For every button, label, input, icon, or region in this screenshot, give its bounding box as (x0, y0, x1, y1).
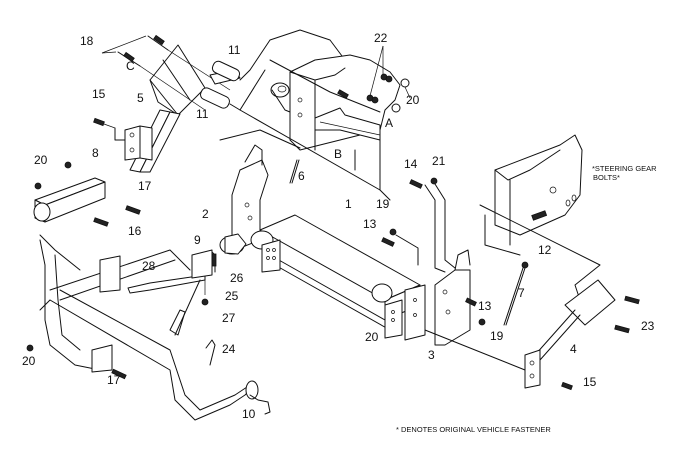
callout-25: 25 (225, 289, 239, 303)
brace-part-28 (127, 274, 206, 336)
fasteners-part-13-14-19-21 (381, 177, 486, 326)
callout-7: 7 (518, 286, 525, 300)
callout-19-lower: 19 (490, 329, 504, 343)
callout-16: 16 (128, 224, 142, 238)
callout-20-left: 20 (34, 153, 48, 167)
mount-plate-part-2 (219, 129, 301, 249)
steering-gear-note-line1: *STEERING GEAR (592, 164, 657, 173)
callout-10: 10 (242, 407, 256, 421)
callout-20-lower: 20 (365, 330, 379, 344)
callout-15-left: 15 (92, 87, 106, 101)
steering-gear-note-line2: BOLTS* (593, 173, 620, 182)
callout-9: 9 (194, 233, 201, 247)
bolt-part-15-left (93, 117, 126, 141)
callout-6: 6 (298, 169, 305, 183)
callout-5: 5 (137, 91, 144, 105)
callout-22: 22 (374, 31, 388, 45)
callout-B: B (334, 147, 343, 161)
nuts-part-22-20 (337, 45, 411, 113)
callout-3: 3 (428, 348, 435, 362)
bolts-part-23-15 (561, 295, 640, 391)
callout-15-right: 15 (583, 375, 597, 389)
callout-A: A (385, 116, 394, 130)
mount-plate-part-3 (424, 184, 471, 346)
callout-27: 27 (222, 311, 236, 325)
callout-26: 26 (230, 271, 244, 285)
callout-20-bottom: 20 (22, 354, 36, 368)
callout-19-upper: 19 (376, 197, 390, 211)
callout-13-upper: 13 (363, 217, 377, 231)
callout-14: 14 (404, 157, 418, 171)
callout-18: 18 (80, 34, 94, 48)
callout-2: 2 (202, 207, 209, 221)
callout-4: 4 (570, 342, 577, 356)
bracket-part-8 (33, 161, 141, 227)
cap-part-9 (219, 233, 247, 255)
callout-11-upper: 11 (228, 43, 241, 57)
frame-bracket-assembly (239, 54, 401, 201)
callout-20-top: 20 (406, 93, 420, 107)
spacers-part-11 (200, 29, 346, 111)
callout-C: C (126, 59, 135, 73)
callout-23: 23 (641, 319, 655, 333)
callout-24: 24 (222, 342, 236, 356)
callout-8: 8 (92, 146, 99, 160)
callout-28: 28 (142, 259, 156, 273)
callout-21: 21 (432, 154, 446, 168)
callout-11-lower: 11 (196, 107, 209, 121)
bracket-part-4 (424, 279, 616, 389)
push-tube-frame (39, 234, 259, 421)
pin-parts-24-10 (26, 339, 271, 415)
rod-part-7 (503, 261, 529, 326)
callout-13-lower: 13 (478, 299, 492, 313)
callout-17-upper: 17 (138, 179, 152, 193)
steering-bracket-part-12 (479, 134, 601, 301)
bracket-part-5 (124, 44, 206, 173)
receiver-parts-25-26-27 (191, 249, 217, 306)
pin-part-6 (289, 159, 300, 184)
cross-tube-part-1 (250, 214, 426, 341)
callout-1: 1 (345, 197, 352, 211)
callout-17-lower: 17 (107, 373, 121, 387)
callout-12: 12 (538, 243, 552, 257)
footnote: * DENOTES ORIGINAL VEHICLE FASTENER (396, 425, 551, 434)
